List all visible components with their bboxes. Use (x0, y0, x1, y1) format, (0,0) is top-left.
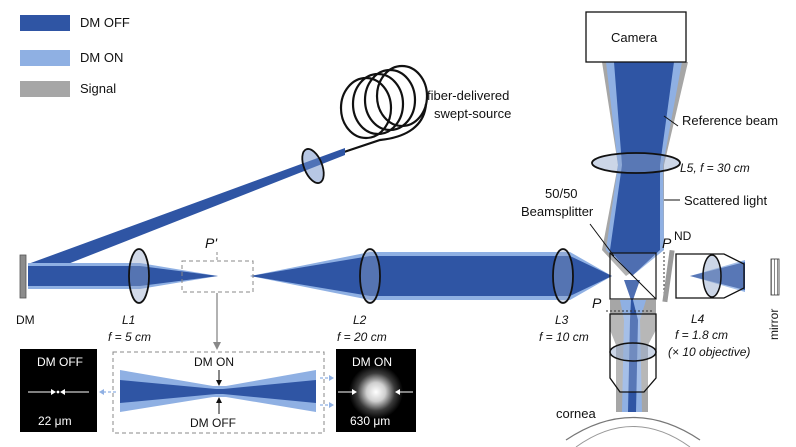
lens-l5 (591, 152, 681, 174)
dm-off-spot (56, 390, 60, 394)
beam-dm-off-core (28, 256, 745, 296)
legend-swatch-dm-on (20, 50, 70, 66)
eye-arm-beams (610, 280, 656, 412)
camera-label: Camera (611, 30, 658, 45)
dm-on-spot-inset: DM ON 630 μm (336, 349, 416, 432)
lens-l1-focal: f = 5 cm (108, 330, 151, 344)
lens-l5-label: L5, f = 30 cm (680, 161, 750, 175)
reference-beam-pointer (663, 115, 679, 127)
dm-on-right-arrowhead (395, 389, 400, 395)
legend-swatch-dm-off (20, 15, 70, 31)
legend-item-signal: Signal (20, 81, 116, 97)
main-beam (28, 252, 745, 300)
focus-dm-off-arrowhead (216, 397, 222, 403)
scattered-light-label: Scattered light (684, 193, 767, 208)
nd-label: ND (674, 229, 692, 243)
pointer-to-dm-on-inset-2-head (329, 402, 334, 408)
legend-label-signal: Signal (80, 81, 116, 96)
lens-l2-name: L2 (353, 313, 367, 327)
lens-l3-focal: f = 10 cm (539, 330, 589, 344)
reference-mirror (770, 258, 780, 296)
dm-off-spot-inset: DM OFF 22 μm (20, 349, 97, 432)
dm-off-inset-size: 22 μm (38, 414, 72, 428)
cornea-outer (565, 416, 701, 441)
dm-off-left-arrowhead (51, 389, 56, 395)
focus-dm-off-profile (120, 380, 316, 403)
objective-l4 (675, 253, 745, 299)
collimator-lens (301, 148, 325, 184)
lens-l4-name: L4 (691, 312, 705, 326)
reference-beam-label: Reference beam (682, 113, 778, 128)
lens-l2 (359, 248, 381, 304)
cornea-inner (575, 426, 691, 447)
pupil-plane-top-label: P (662, 235, 672, 251)
beamsplitter-label-line2: Beamsplitter (521, 204, 594, 219)
diagonal-source-beam (28, 148, 345, 271)
mirror-label: mirror (767, 309, 781, 340)
beamsplitter-diagonal (609, 252, 657, 300)
focal-plane-box (181, 260, 254, 293)
legend-item-dm-on: DM ON (20, 50, 123, 66)
pupil-plane-bottom-label: P (592, 295, 602, 311)
legend: DM OFF DM ON Signal (20, 15, 130, 97)
legend-swatch-signal (20, 81, 70, 97)
lens-l4-note: (× 10 objective) (668, 345, 750, 359)
focus-dm-on-label: DM ON (194, 355, 234, 369)
camera-box (585, 11, 687, 63)
dm-on-inset-size: 630 μm (350, 414, 390, 428)
lens-l1-name: L1 (122, 313, 135, 327)
focal-plane-label: P' (205, 235, 218, 251)
eye-beam-dm-off (624, 280, 640, 412)
dm-label: DM (16, 313, 35, 327)
dm-off-right-arrowhead (60, 389, 65, 395)
beamsplitter-pointer (589, 223, 615, 257)
legend-label-dm-off: DM OFF (80, 15, 130, 30)
legend-label-dm-on: DM ON (80, 50, 123, 65)
source-label-line2: swept-source (434, 106, 511, 121)
pointer-to-dm-on-inset-head (329, 375, 334, 381)
lens-l3-name: L3 (555, 313, 569, 327)
zoom-arrow-head (213, 342, 221, 350)
beamsplitter-label-line1: 50/50 (545, 186, 578, 201)
dm-on-spot (349, 365, 403, 419)
focus-dm-off-label: DM OFF (190, 416, 236, 430)
dm-on-inset-title: DM ON (352, 355, 392, 369)
lens-l3 (552, 248, 574, 304)
dm-on-left-arrowhead (352, 389, 357, 395)
focus-dm-on-arrowhead (216, 380, 222, 386)
dm-off-inset-title: DM OFF (37, 355, 83, 369)
fiber-coil (339, 64, 429, 154)
lens-l2-focal: f = 20 cm (337, 330, 387, 344)
camera-arm-beams (602, 62, 688, 276)
lens-l1 (128, 248, 150, 304)
source-label-line1: fiber-delivered (427, 88, 509, 103)
lens-l4-focal: f = 1.8 cm (675, 328, 728, 342)
eye-objective (609, 313, 657, 393)
pointer-to-dm-off-inset-head (99, 389, 104, 395)
deformable-mirror (19, 254, 27, 299)
camera-beam-dm-off (610, 62, 674, 276)
nd-filter (662, 249, 675, 303)
cornea-label: cornea (556, 406, 597, 421)
legend-item-dm-off: DM OFF (20, 15, 130, 31)
